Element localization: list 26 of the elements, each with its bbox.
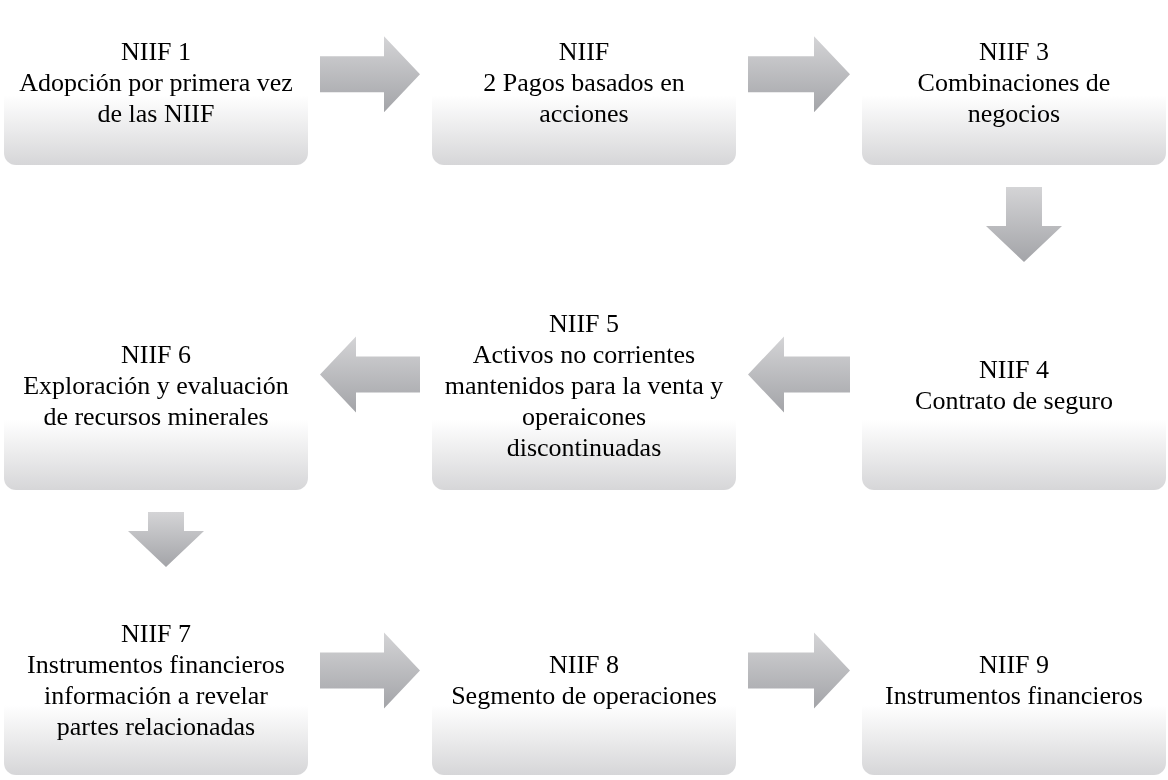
block-arrow [748,36,850,113]
standard-number: NIIF 4 [978,354,1050,385]
block-arrow [320,632,420,709]
block-arrow [986,187,1062,262]
standard-title: Exploración y evaluación de recursos minerales [22,369,290,432]
standard-number: NIIF 8 [548,649,620,680]
standard-number: NIIF 7 [120,618,192,649]
block-arrow [748,336,850,413]
standard-number: NIIF 3 [978,36,1050,67]
block-arrow [320,36,420,113]
standard-title: 2 Pagos basados en acciones [482,67,686,129]
standard-title: Instrumentos financieros información a revelar partes relacionadas [26,649,286,742]
standard-title: Combinaciones de negocios [916,67,1112,129]
standard-number: NIIF 5 [548,307,620,339]
standard-title: Segmento de operaciones [451,680,717,711]
standard-number: NIIF 1 [120,36,192,67]
block-arrow [128,512,204,567]
standard-number: NIIF 9 [978,649,1050,680]
block-arrow [320,336,420,413]
standard-title: Instrumentos financieros [885,680,1143,711]
standard-title: Contrato de seguro [915,385,1113,416]
standard-number: NIIF [558,36,610,67]
standard-title: Adopción por primera vez de las NIIF [18,67,294,129]
standard-number: NIIF 6 [120,338,192,370]
block-arrow [748,632,850,709]
standard-title: Activos no corrientes mantenidos para la venta y operaicones discontinuadas [444,338,724,463]
